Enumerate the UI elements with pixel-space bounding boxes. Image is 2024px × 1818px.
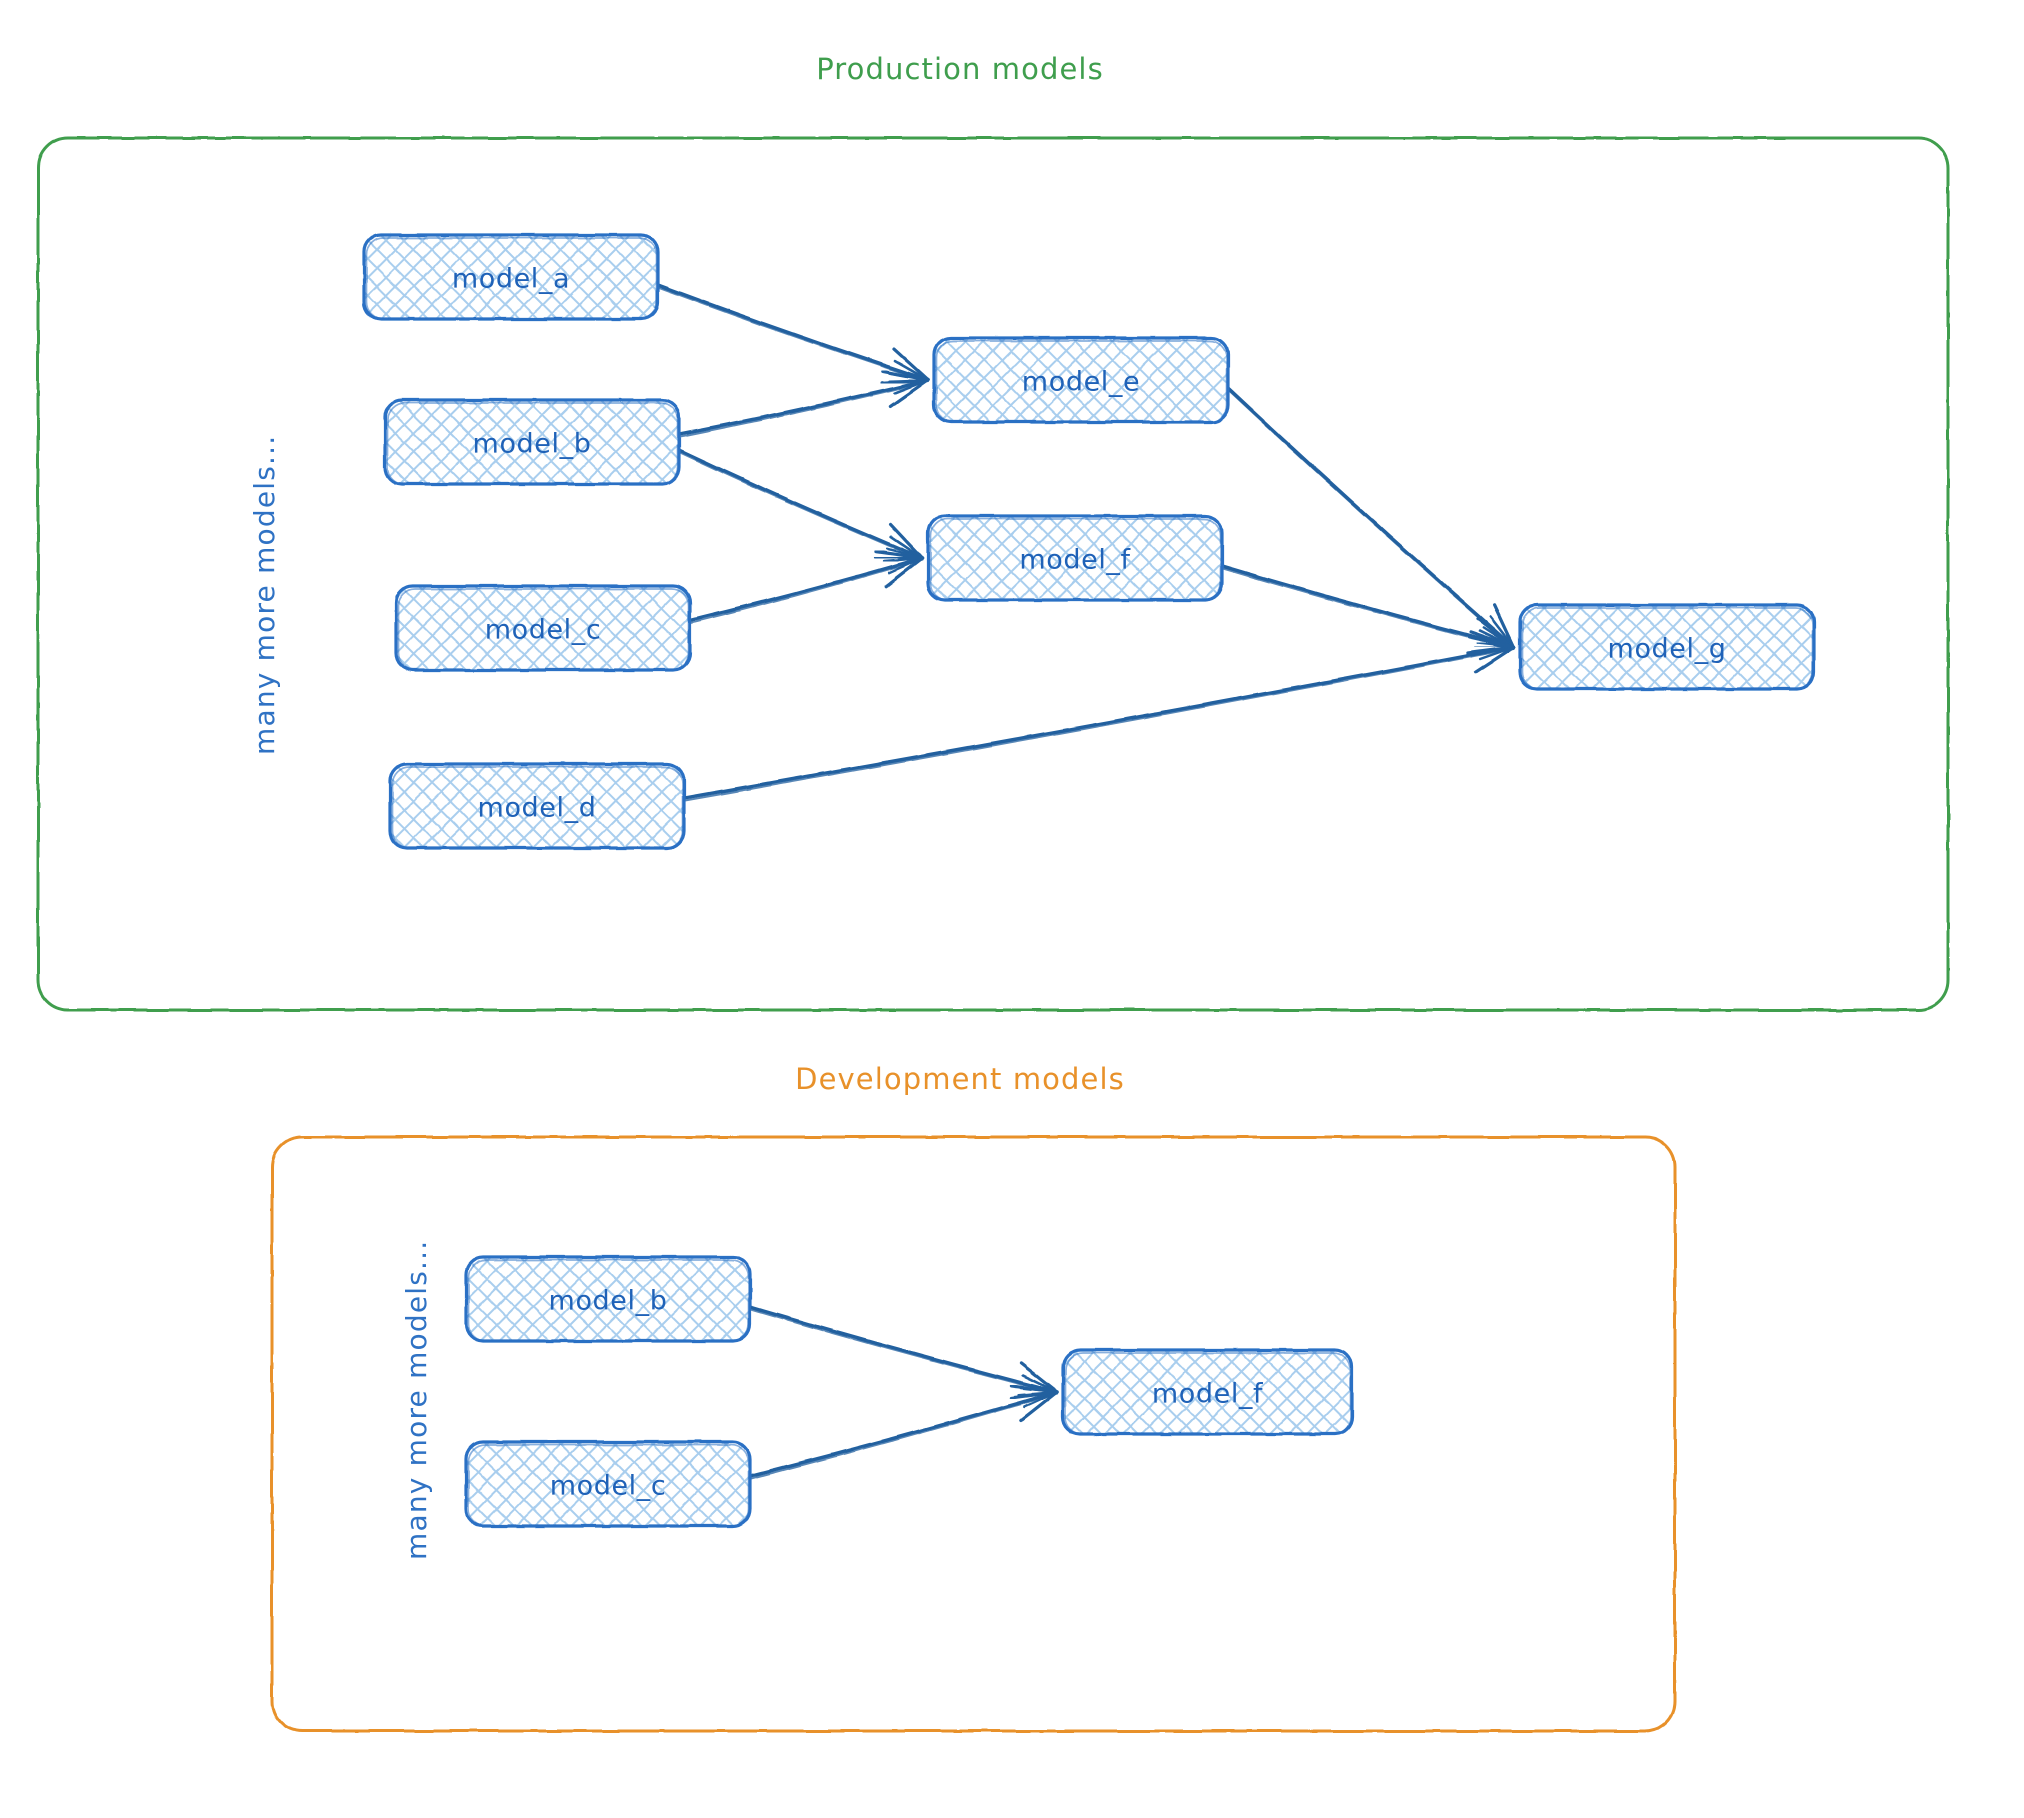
arrowhead-barb — [1023, 1390, 1059, 1409]
node-prod_model_b[interactable] — [383, 398, 681, 486]
edge-prod_model_d-to-prod_model_g — [682, 635, 1516, 802]
node-shape-echo — [1521, 607, 1814, 690]
node-shape-echo — [365, 237, 658, 320]
edge-prod_model_b-to-prod_model_e — [677, 369, 930, 438]
edge-prod_model_a-to-prod_model_e — [656, 283, 930, 385]
node-prod_model_a[interactable] — [362, 233, 660, 321]
node-prod_model_g[interactable] — [1518, 603, 1816, 691]
node-shape-echo — [467, 1259, 750, 1342]
arrowhead-barb — [888, 522, 924, 560]
arrowhead-barb — [888, 378, 930, 383]
arrowhead-barb — [1467, 635, 1516, 649]
group-title-development: Development models — [795, 1062, 1125, 1096]
more-models-label-development: many more models... — [400, 1239, 433, 1560]
node-label-prod_model_a: model_a — [451, 263, 571, 295]
node-shape-echo — [935, 340, 1228, 423]
edge-prod_model_c-to-prod_model_f — [688, 550, 924, 624]
node-prod_model_d[interactable] — [388, 762, 686, 850]
node-label-prod_model_e: model_e — [1021, 366, 1141, 398]
arrowhead-barb — [889, 535, 924, 560]
node-dev_model_b[interactable] — [464, 1255, 752, 1343]
arrowhead-barb — [1019, 1361, 1059, 1394]
arrowhead-barb — [1493, 603, 1516, 649]
arrowhead-barb — [893, 359, 930, 382]
node-shape-echo — [929, 518, 1222, 601]
node-label-prod_model_b: model_b — [472, 428, 592, 460]
node-shape-echo — [386, 402, 679, 485]
node-label-prod_model_d: model_d — [477, 792, 597, 824]
node-shape-echo — [467, 1444, 750, 1527]
arrowhead-barb — [1473, 645, 1516, 674]
arrowhead-barb — [884, 556, 924, 588]
node-label-prod_model_f: model_f — [1019, 544, 1131, 576]
node-dev_model_c[interactable] — [464, 1440, 752, 1528]
arrowhead-barb — [874, 550, 924, 560]
node-label-prod_model_g: model_g — [1607, 633, 1727, 665]
node-label-dev_model_b: model_b — [548, 1285, 668, 1317]
arrowhead-barb — [892, 347, 930, 382]
node-shape-echo — [1064, 1352, 1352, 1435]
arrowhead-barb — [882, 556, 924, 563]
edge-dev_model_c-to-dev_model_f — [748, 1384, 1059, 1480]
arrowhead-barb — [888, 378, 930, 409]
node-label-dev_model_c: model_c — [549, 1470, 667, 1502]
node-prod_model_e[interactable] — [932, 336, 1230, 424]
arrowhead-barb — [1009, 1384, 1059, 1394]
arrowhead-barb — [893, 378, 930, 395]
group-container-production — [36, 136, 1950, 1012]
node-shape-echo — [397, 588, 690, 671]
node-shape-echo — [391, 766, 684, 849]
edge-dev_model_b-to-dev_model_f — [748, 1305, 1059, 1400]
arrowhead-barb — [1017, 1390, 1059, 1397]
group-container-development — [270, 1135, 1677, 1733]
arrowhead-barb — [887, 556, 924, 574]
group-title-production: Production models — [816, 52, 1104, 86]
arrowhead-barb — [1476, 616, 1516, 649]
arrowhead-barb — [881, 369, 930, 382]
edge-prod_model_b-to-prod_model_f — [677, 448, 924, 561]
node-dev_model_f[interactable] — [1061, 1348, 1354, 1436]
node-label-prod_model_c: model_c — [484, 614, 602, 646]
arrowhead-barb — [1021, 1374, 1059, 1394]
node-label-dev_model_f: model_f — [1151, 1378, 1264, 1410]
node-prod_model_f[interactable] — [926, 514, 1224, 602]
more-models-label-production: many more models... — [248, 434, 281, 755]
node-prod_model_c[interactable] — [394, 584, 692, 672]
arrowhead-barb — [1019, 1390, 1059, 1423]
arrowhead-barb — [1478, 645, 1516, 661]
